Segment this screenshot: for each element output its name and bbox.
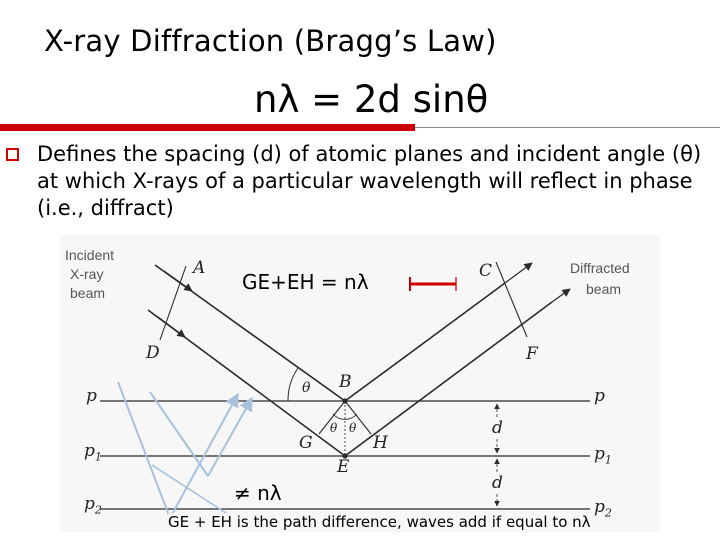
plane-label-p1-left: p1 (84, 441, 102, 464)
wavefront-diffracted (495, 261, 528, 338)
spacing-label-d-upper: d (492, 418, 503, 438)
slide-title: X-ray Diffraction (Bragg’s Law) (44, 24, 497, 58)
title-rule-red (0, 124, 415, 131)
line-BG (318, 400, 346, 435)
atom-B (342, 398, 348, 404)
annotation-ray-blue-2 (149, 391, 209, 477)
figure-caption: GE + EH is the path difference, waves ad… (168, 513, 591, 531)
incident-label-line-2: X-ray (70, 266, 104, 282)
atom-E (342, 453, 348, 459)
point-label-G: G (299, 433, 313, 453)
incident-arrow-lower (157, 316, 186, 338)
diffracted-label-line-1: Diffracted (570, 260, 630, 276)
angle-theta-arc-inner (332, 413, 358, 420)
line-BH (344, 400, 372, 435)
point-label-D: D (146, 343, 160, 363)
incident-label-line-1: Incident (65, 247, 115, 263)
point-label-B: B (339, 372, 352, 392)
point-label-A: A (193, 258, 206, 278)
spacing-label-d-lower: d (492, 473, 503, 493)
point-label-H: H (373, 433, 388, 453)
diffracted-arrow-lower (551, 288, 571, 303)
angle-label-theta-right: θ (349, 421, 357, 435)
annotation-ray-blue-3 (169, 392, 239, 519)
incident-arrow-upper (163, 270, 193, 292)
diffracted-label-line-2: beam (586, 281, 622, 297)
bullet-text: Defines the spacing (d) of atomic planes… (37, 142, 702, 220)
plane-label-p2-left: p2 (84, 494, 102, 517)
path-difference-equation: GE+EH = nλ (242, 270, 369, 294)
diffracted-arrow-upper (504, 262, 533, 284)
angle-label-theta-outer: θ (302, 380, 311, 396)
plane-label-p-left: p (86, 386, 97, 406)
not-equal-annotation: ≠ nλ (234, 481, 282, 505)
plane-label-p2-right: p2 (594, 497, 612, 520)
title-rule-grey (415, 127, 720, 128)
angle-theta-arc-incident (287, 367, 299, 402)
point-label-E: E (337, 457, 350, 477)
bullet-square-icon (6, 148, 19, 161)
annotation-ray-blue-1 (117, 381, 171, 519)
plane-label-p1-right: p1 (594, 444, 612, 467)
point-label-F: F (526, 344, 538, 364)
diffracted-ray-upper (344, 282, 506, 402)
wavefront-incident (159, 265, 187, 341)
angle-label-theta-left: θ (330, 421, 338, 435)
bragg-formula: nλ = 2d sinθ (254, 78, 489, 121)
incident-label-line-3: beam (70, 285, 106, 301)
plane-label-p-right: p (594, 386, 605, 406)
point-label-C: C (479, 261, 493, 281)
diffracted-ray-lower (344, 301, 553, 457)
annotation-ray-blue-4 (207, 396, 253, 477)
